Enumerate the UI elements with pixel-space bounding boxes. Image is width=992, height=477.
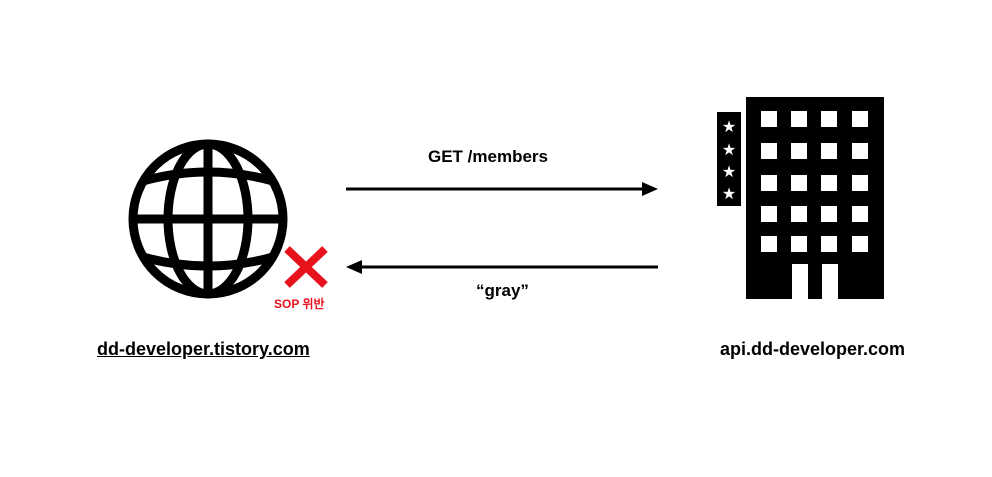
response-arrow: [346, 260, 658, 274]
globe-icon: [128, 139, 288, 299]
svg-text:★: ★: [722, 184, 736, 203]
client-domain-label: dd-developer.tistory.com: [97, 339, 310, 359]
svg-text:★: ★: [722, 162, 736, 181]
blocked-x-icon: [284, 246, 328, 288]
request-label: GET /members: [428, 147, 548, 166]
svg-text:★: ★: [722, 117, 736, 136]
request-arrow: [346, 182, 658, 196]
server-domain-label: api.dd-developer.com: [720, 339, 906, 359]
building-icon: ★ ★ ★ ★: [717, 97, 884, 299]
svg-text:★: ★: [722, 140, 736, 159]
response-label: “gray”: [476, 281, 529, 300]
sop-violation-label: SOP 위반: [274, 297, 325, 311]
